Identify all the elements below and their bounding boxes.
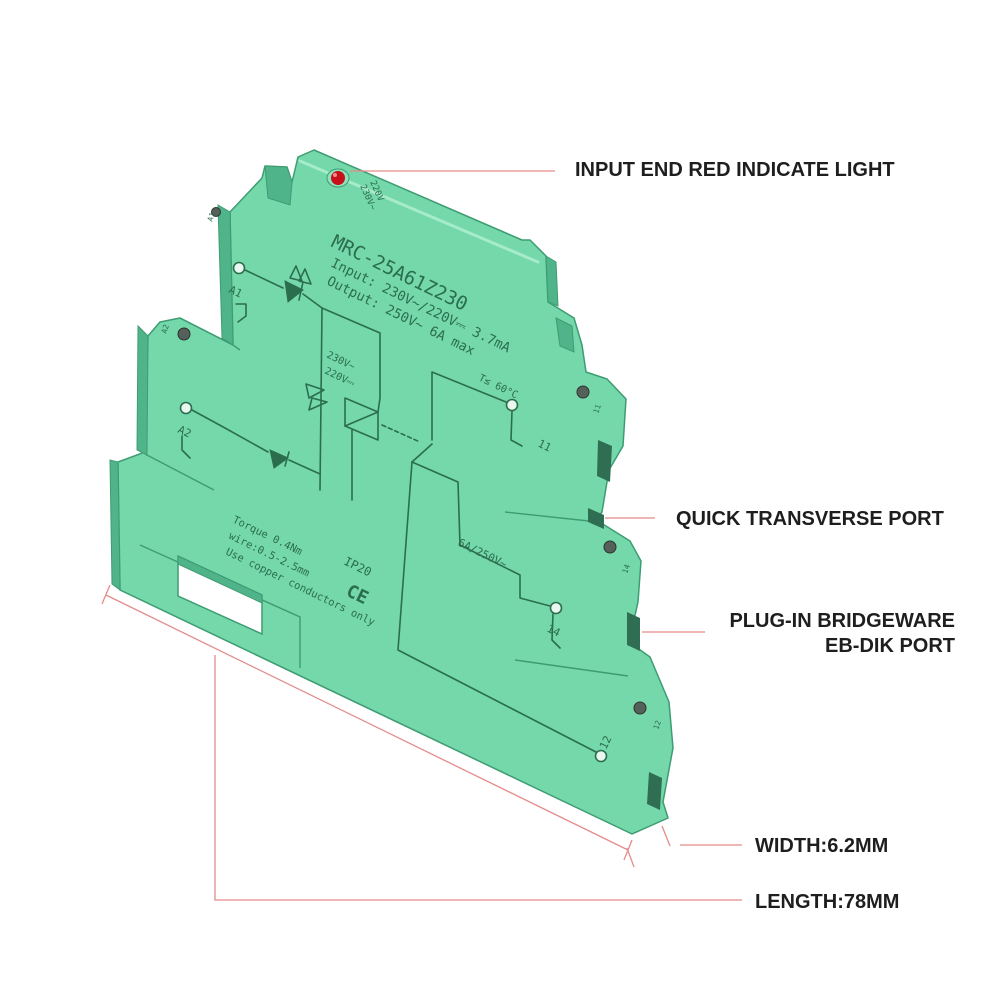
- top-right-side: [545, 255, 559, 307]
- bottom-socket: [647, 772, 662, 810]
- callout-plug-in-line2: EB-DIK PORT: [825, 635, 955, 657]
- length-dimension-line: [105, 594, 629, 851]
- wire-14-lead: [551, 613, 561, 649]
- relay-body: [117, 149, 674, 835]
- tier-edge-bottom: [144, 453, 215, 491]
- quick-transverse-port-slot: [588, 508, 604, 529]
- terminal-14-icon: [549, 601, 563, 615]
- callout-plug-in-line1: PLUG-IN BRIDGEWARE: [729, 610, 955, 632]
- callout-quick-transverse-port: QUICK TRANSVERSE PORT: [676, 508, 944, 530]
- wire-to-11: [431, 371, 507, 441]
- terminal-11-socket: [597, 440, 612, 482]
- terminal-a1-icon: [232, 261, 246, 275]
- wire-11-lead: [510, 410, 523, 447]
- relay-coil-icon: [344, 397, 379, 441]
- coil-contact-link: [381, 424, 421, 443]
- tier-gap-lower: [514, 659, 629, 677]
- bottom-tier-side: [109, 459, 121, 592]
- tvs-diode-upper-icon: [305, 383, 325, 399]
- wire-to-12: [397, 461, 597, 753]
- length-dimension-tick-1: [101, 584, 111, 605]
- wire-to-coil: [321, 307, 381, 413]
- relay-module: 230V~ 220V MRC-25A61Z230 Input: 230V~/22…: [109, 149, 674, 835]
- led-symbol-1-icon: [289, 265, 303, 282]
- screw-a1-icon: [211, 207, 221, 217]
- wire-a2-return: [288, 459, 321, 475]
- input-diode-icon: [284, 280, 304, 303]
- terminal-11-icon: [505, 398, 519, 412]
- led-symbol-2-icon: [298, 268, 312, 285]
- terminal-a1-label: A1: [227, 283, 245, 300]
- plug-in-port-slot: [627, 612, 640, 651]
- callout-line-length: [214, 655, 742, 901]
- return-diode-bar: [284, 451, 290, 467]
- terminal-a2-icon: [179, 401, 193, 415]
- top-clip: [264, 165, 293, 206]
- tier-edge-middle: [179, 317, 241, 351]
- terminal-12-icon: [594, 749, 608, 763]
- tvs-diode-lower-icon: [308, 397, 328, 411]
- terminal-14-label: 14: [545, 622, 563, 640]
- width-dimension-tick-2: [661, 825, 671, 847]
- callout-length: LENGTH:78MM: [755, 891, 899, 913]
- callout-indicator-light: INPUT END RED INDICATE LIGHT: [575, 159, 895, 181]
- relay-coil-diagonal: [344, 411, 379, 427]
- screw-a2-icon: [177, 327, 191, 341]
- terminal-11-label: 11: [536, 437, 554, 454]
- screw-14-icon: [603, 540, 617, 554]
- input-diode-bar: [298, 281, 304, 301]
- led-highlight: [333, 173, 337, 177]
- terminal-a2-label: A2: [176, 423, 194, 440]
- wire-a1-lead: [235, 303, 247, 323]
- red-indicator-led-icon: [331, 171, 345, 185]
- side-label-12: 12: [651, 719, 663, 731]
- screw-12-icon: [633, 701, 647, 715]
- wire-a2-lead: [181, 435, 191, 459]
- length-dimension-tick-2: [623, 839, 633, 861]
- return-diode-icon: [269, 449, 290, 469]
- screw-11-icon: [576, 385, 590, 399]
- tier-gap-upper: [504, 511, 599, 523]
- side-label-14: 14: [620, 563, 632, 575]
- side-label-11: 11: [591, 403, 603, 415]
- top-tier-side: [217, 204, 234, 346]
- terminal-12-label: 12: [597, 734, 614, 752]
- wire-to-14: [411, 461, 551, 607]
- contact-lever: [411, 443, 433, 463]
- callout-width: WIDTH:6.2MM: [755, 835, 888, 857]
- din-rail-window-shade: [177, 555, 263, 604]
- wire-a2: [191, 409, 269, 453]
- top-right-clip: [555, 317, 575, 353]
- wire-a1: [244, 269, 284, 289]
- side-label-a1: A1: [205, 211, 217, 223]
- side-label-a2: A2: [159, 323, 171, 335]
- middle-tier-side: [136, 324, 149, 456]
- circuit-schematic: [179, 261, 608, 763]
- callouts: INPUT END RED INDICATE LIGHT QUICK TRANS…: [101, 159, 955, 913]
